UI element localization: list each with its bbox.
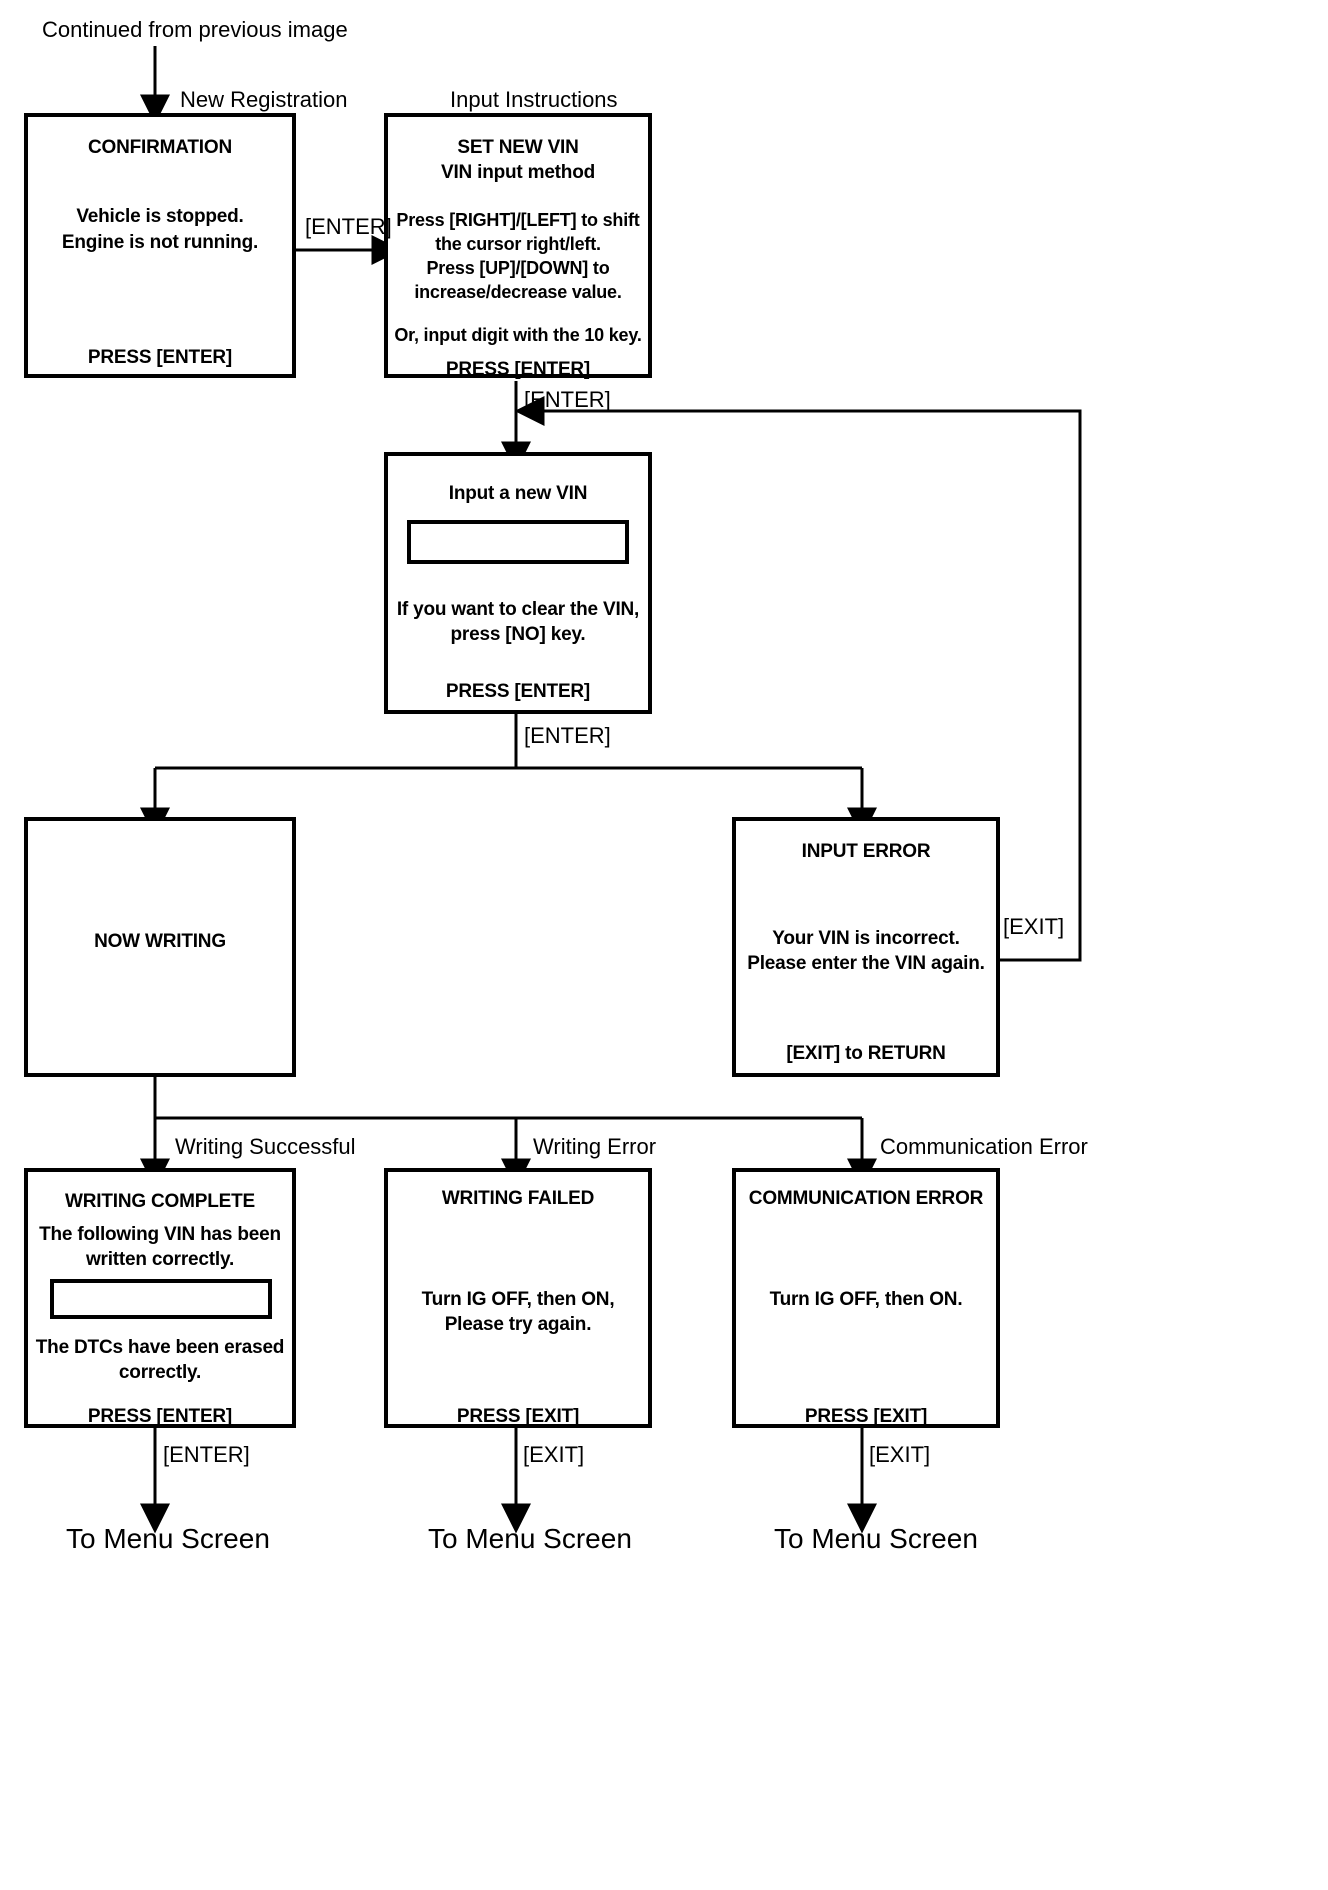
inputvin-title: Input a new VIN xyxy=(448,483,588,504)
continued-from-previous-label: Continued from previous image xyxy=(42,17,348,42)
setvin-line-5: Or, input digit with the 10 key. xyxy=(394,325,642,345)
inputvin-line-2: press [NO] key. xyxy=(450,624,586,645)
screen-set-new-vin: SET NEW VIN VIN input method Press [RIGH… xyxy=(384,113,652,380)
setvin-subtitle: VIN input method xyxy=(440,162,596,183)
inputerror-line-1: Your VIN is incorrect. xyxy=(772,928,960,949)
inputerror-line-2: Please enter the VIN again. xyxy=(747,953,985,974)
edge-nowwriting-split xyxy=(140,1077,877,1189)
edge-label-enter-menu: [ENTER] xyxy=(163,1442,250,1467)
writingcomplete-line-4: correctly. xyxy=(118,1362,202,1383)
screen-now-writing: NOW WRITING xyxy=(24,817,296,1077)
inputvin-footer: PRESS [ENTER] xyxy=(445,681,591,702)
edge-to-menu-screens xyxy=(140,1428,877,1534)
setvin-line-4: increase/decrease value. xyxy=(414,282,622,302)
screen-input-error: INPUT ERROR Your VIN is incorrect. Pleas… xyxy=(732,817,1000,1077)
inputerror-title: INPUT ERROR xyxy=(801,841,931,862)
writingfailed-title: WRITING FAILED xyxy=(441,1188,595,1209)
screen-writing-complete: WRITING COMPLETE The following VIN has b… xyxy=(24,1168,296,1428)
edge-label-exit-menu-2: [EXIT] xyxy=(869,1442,931,1467)
confirmation-line-1: Vehicle is stopped. xyxy=(76,206,244,227)
writingcomplete-footer: PRESS [ENTER] xyxy=(87,1406,233,1427)
inputvin-line-1: If you want to clear the VIN, xyxy=(396,599,640,620)
screen-confirmation: CONFIRMATION Vehicle is stopped. Engine … xyxy=(24,113,296,378)
writingcomplete-line-3: The DTCs have been erased xyxy=(35,1337,285,1358)
commerror-line-1: Turn IG OFF, then ON. xyxy=(769,1289,963,1310)
edge-inputvin-split xyxy=(140,714,877,838)
commerror-footer: PRESS [EXIT] xyxy=(804,1406,928,1427)
confirmation-line-2: Engine is not running. xyxy=(61,232,259,253)
edge-label-communication-error: Communication Error xyxy=(880,1134,1088,1159)
confirmation-footer: PRESS [ENTER] xyxy=(87,347,233,368)
terminal-to-menu-screen-1: To Menu Screen xyxy=(66,1523,270,1554)
writingfailed-line-1: Turn IG OFF, then ON, xyxy=(421,1289,615,1310)
inputerror-footer: [EXIT] to RETURN xyxy=(786,1043,946,1064)
writingfailed-line-2: Please try again. xyxy=(444,1314,592,1335)
screen-communication-error: COMMUNICATION ERROR Turn IG OFF, then ON… xyxy=(732,1168,1000,1428)
screen-writing-failed: WRITING FAILED Turn IG OFF, then ON, Ple… xyxy=(384,1168,652,1428)
edge-label-exit-loop: [EXIT] xyxy=(1003,914,1065,939)
label-input-instructions: Input Instructions xyxy=(450,87,618,112)
edge-label-enter-3: [ENTER] xyxy=(524,723,611,748)
terminal-to-menu-screen-2: To Menu Screen xyxy=(428,1523,632,1554)
setvin-footer: PRESS [ENTER] xyxy=(445,359,591,380)
label-new-registration: New Registration xyxy=(180,87,348,112)
edge-label-writing-successful: Writing Successful xyxy=(175,1134,356,1159)
writingcomplete-line-1: The following VIN has been xyxy=(39,1224,281,1245)
setvin-title: SET NEW VIN xyxy=(457,137,579,158)
written-vin-field xyxy=(50,1279,272,1319)
edge-exit-return-loop xyxy=(514,396,1082,962)
edge-label-writing-error: Writing Error xyxy=(533,1134,657,1159)
nowwriting-title: NOW WRITING xyxy=(94,931,226,952)
edge-label-enter-2: [ENTER] xyxy=(524,387,611,412)
setvin-line-3: Press [UP]/[DOWN] to xyxy=(426,258,610,278)
edge-label-enter-1: [ENTER] xyxy=(305,214,392,239)
writingfailed-footer: PRESS [EXIT] xyxy=(456,1406,580,1427)
edge-label-exit-menu-1: [EXIT] xyxy=(523,1442,585,1467)
terminal-to-menu-screen-3: To Menu Screen xyxy=(774,1523,978,1554)
writingcomplete-title: WRITING COMPLETE xyxy=(65,1191,255,1212)
writingcomplete-line-2: written correctly. xyxy=(85,1249,235,1270)
vin-input-field[interactable] xyxy=(407,520,629,564)
confirmation-title: CONFIRMATION xyxy=(88,137,232,158)
commerror-title: COMMUNICATION ERROR xyxy=(748,1188,984,1209)
screen-input-new-vin: Input a new VIN If you want to clear the… xyxy=(384,452,652,714)
setvin-line-1: Press [RIGHT]/[LEFT] to shift xyxy=(396,210,640,230)
setvin-line-2: the cursor right/left. xyxy=(435,234,601,254)
